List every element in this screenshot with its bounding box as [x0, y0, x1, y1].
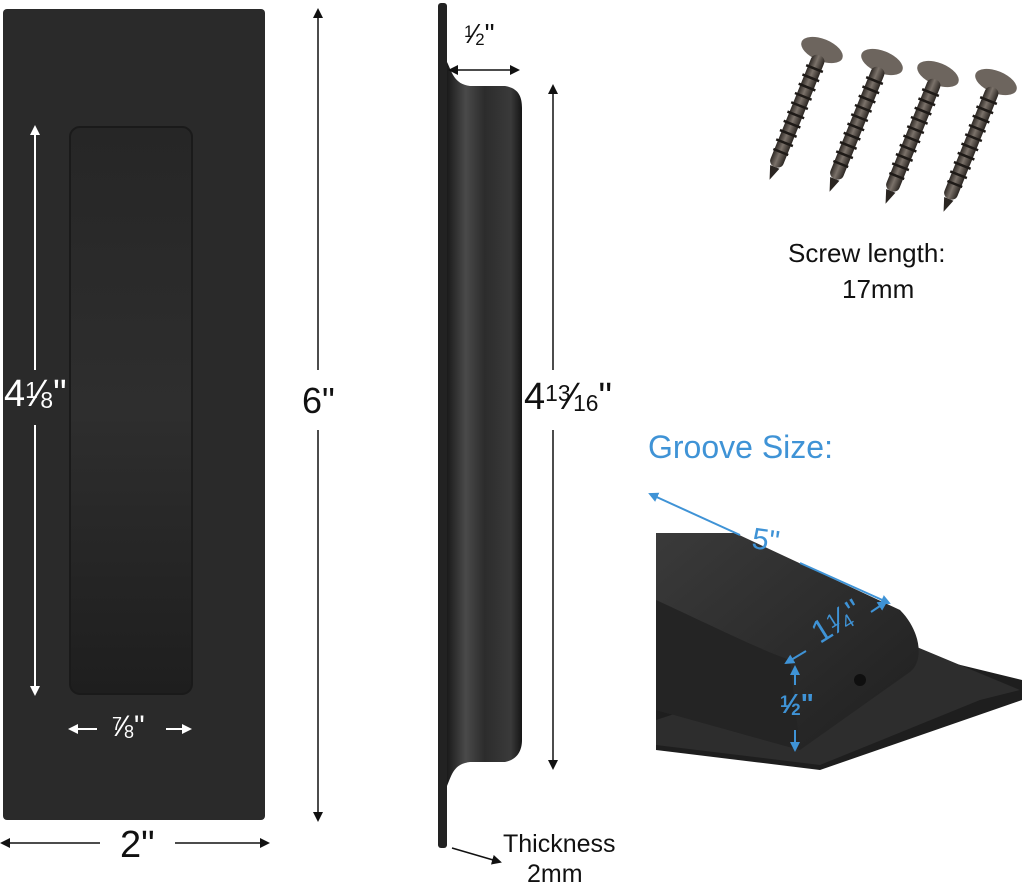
- screw-length-value: 17mm: [842, 274, 915, 304]
- num: 7: [112, 713, 123, 734]
- screw-length-label: Screw length:: [788, 238, 946, 268]
- unit: ": [134, 710, 145, 743]
- side-profile: [438, 3, 522, 848]
- den: 16: [573, 390, 599, 417]
- groove-width-arrow: [784, 600, 888, 665]
- unit: ": [484, 18, 495, 49]
- groove-depth-label: 1⁄2": [780, 690, 814, 718]
- den: 2: [475, 29, 485, 49]
- num: 1: [780, 692, 790, 712]
- cup-height-whole: 4: [524, 376, 546, 418]
- thickness-label: Thickness: [503, 830, 616, 858]
- recess-width-fraction: 7⁄8: [112, 710, 135, 743]
- num: 13: [545, 380, 571, 407]
- thickness-arrow: [451, 847, 502, 865]
- groove-title: Groove Size:: [648, 429, 833, 465]
- groove-render: [656, 533, 1022, 770]
- groove-length-arrow: [648, 492, 891, 605]
- unit: ": [598, 376, 612, 418]
- recess-height-whole: 4: [4, 373, 26, 415]
- den: 8: [124, 721, 135, 742]
- groove-length-label: 5": [749, 522, 782, 559]
- depth-label: 1⁄2": [464, 20, 495, 48]
- cup-height-fraction: 13⁄16: [545, 376, 599, 418]
- front-plate: [3, 9, 265, 820]
- num: 1: [25, 377, 38, 404]
- plate-height-label: 6": [302, 380, 335, 421]
- den: 8: [40, 387, 54, 414]
- num: 1: [464, 22, 474, 42]
- thickness-value: 2mm: [527, 860, 583, 888]
- unit: ": [800, 688, 814, 719]
- recess-width-label: 7⁄8": [112, 712, 145, 742]
- screws: [769, 36, 1017, 212]
- recess-height-fraction: 1⁄8: [25, 373, 54, 415]
- plate-width-label: 2": [120, 824, 155, 866]
- den: 2: [791, 699, 801, 719]
- unit: ": [53, 373, 67, 415]
- depth-fraction: 1⁄2: [464, 18, 485, 49]
- groove-depth-fraction: 1⁄2: [780, 688, 801, 719]
